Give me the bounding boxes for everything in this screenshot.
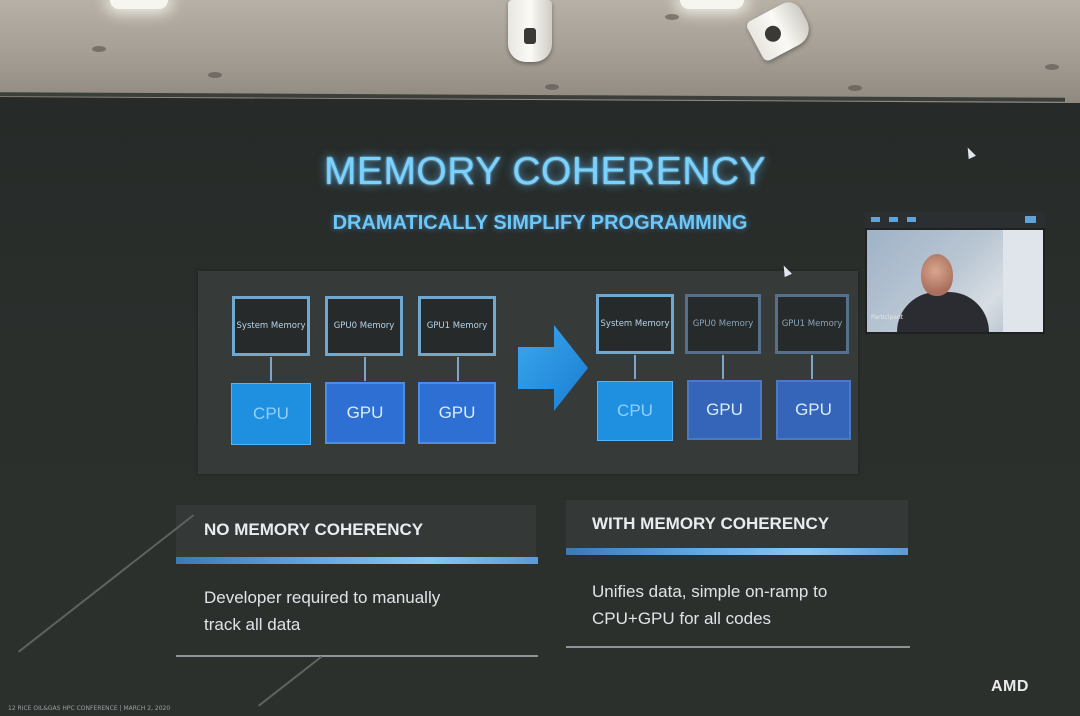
ceiling-camera xyxy=(508,0,552,62)
ceiling-fixture xyxy=(848,85,862,91)
speaker-body xyxy=(897,292,989,332)
left-section-header: NO MEMORY COHERENCY xyxy=(204,520,424,539)
left-section-divider xyxy=(176,655,538,657)
webcam-name-label: Participant xyxy=(871,314,904,321)
ceiling-camera xyxy=(744,0,816,63)
right-arrow-icon xyxy=(518,325,588,411)
left-section-line: track all data xyxy=(204,615,301,634)
memory-box: GPU0 Memory xyxy=(685,294,761,354)
ceiling-fixture xyxy=(1045,64,1059,70)
ceiling-fixture xyxy=(92,46,106,52)
connector-line xyxy=(722,355,724,379)
gpu-box: GPU xyxy=(687,380,762,440)
memory-box: System Memory xyxy=(232,296,310,356)
right-section-rule xyxy=(566,548,908,555)
amd-logo: AMD xyxy=(991,678,1029,695)
webcam-video: Participant xyxy=(867,230,1043,332)
gpu-box: GPU xyxy=(325,382,405,444)
ceiling-light xyxy=(680,0,744,9)
gpu-box: GPU xyxy=(776,380,851,440)
memory-box: System Memory xyxy=(596,294,674,354)
webcam-control-icon[interactable] xyxy=(889,217,898,222)
slide-title: MEMORY COHERENCY xyxy=(323,150,767,193)
webcam-control-icon[interactable] xyxy=(907,217,916,222)
connector-line xyxy=(364,357,366,381)
connector-line xyxy=(811,355,813,379)
right-section-line: Unifies data, simple on-ramp to xyxy=(592,582,828,601)
connector-line xyxy=(634,355,636,379)
ceiling-light xyxy=(110,0,168,9)
right-section-line: CPU+GPU for all codes xyxy=(592,609,772,628)
cpu-box: CPU xyxy=(231,383,311,445)
left-section-line: Developer required to manually xyxy=(204,588,441,607)
left-section-rule xyxy=(176,557,538,564)
ceiling xyxy=(0,0,1080,105)
ceiling-fixture xyxy=(665,14,679,20)
section-header-band xyxy=(176,505,536,559)
right-section-divider xyxy=(566,646,910,648)
section-header-band xyxy=(566,500,908,554)
webcam-overlay: Participant xyxy=(865,212,1045,334)
webcam-control-icon[interactable] xyxy=(871,217,880,222)
webcam-wall xyxy=(1003,230,1043,332)
connector-line xyxy=(270,357,272,381)
ceiling-fixture xyxy=(545,84,559,90)
webcam-toolbar xyxy=(865,212,1045,228)
memory-box: GPU1 Memory xyxy=(775,294,849,354)
webcam-expand-icon[interactable] xyxy=(1025,216,1036,223)
ceiling-fixture xyxy=(208,72,222,78)
memory-box: GPU0 Memory xyxy=(325,296,403,356)
connector-line xyxy=(457,357,459,381)
slide-footer: 12 RICE OIL&GAS HPC CONFERENCE | MARCH 2… xyxy=(8,705,171,712)
speaker-head xyxy=(921,254,953,296)
cpu-box: CPU xyxy=(597,381,673,441)
gpu-box: GPU xyxy=(418,382,496,444)
memory-box: GPU1 Memory xyxy=(418,296,496,356)
right-section-header: WITH MEMORY COHERENCY xyxy=(592,514,830,533)
slide-subtitle: DRAMATICALLY SIMPLIFY PROGRAMMING xyxy=(332,212,748,234)
